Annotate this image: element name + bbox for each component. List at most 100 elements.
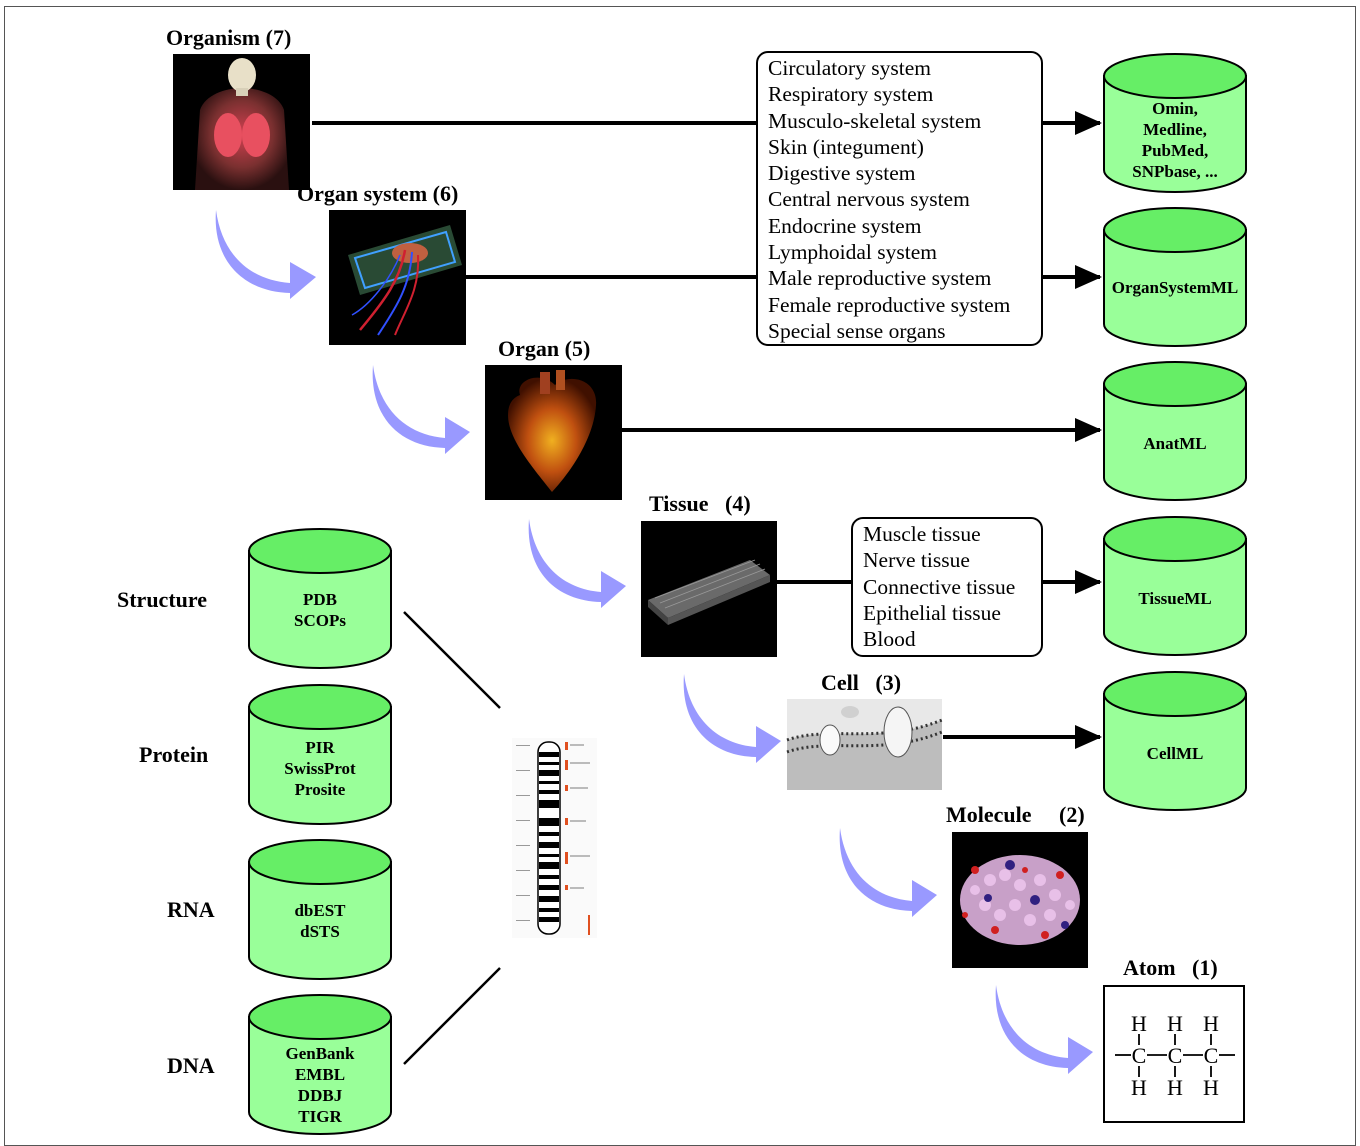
list-item: Special sense organs bbox=[768, 318, 946, 343]
tissue-arrowhead bbox=[1075, 570, 1102, 594]
list-item: Digestive system bbox=[768, 161, 916, 186]
database-cylinder-rna bbox=[248, 839, 392, 980]
database-name: AnatML bbox=[1143, 434, 1207, 453]
hydrogen-atom: H bbox=[1203, 1075, 1219, 1100]
bio-level-label-dna: DNA bbox=[167, 1053, 215, 1078]
bonds bbox=[1115, 1034, 1235, 1077]
propane-formula: H H H C C C H H H bbox=[1115, 1011, 1235, 1100]
database-name: CellML bbox=[1146, 744, 1204, 763]
database-name: GenBank bbox=[285, 1044, 355, 1063]
database-cylinder-structure bbox=[248, 528, 392, 669]
database-cylinder-cell bbox=[1103, 671, 1247, 811]
list-item: Musculo-skeletal system bbox=[768, 108, 982, 133]
tissues-list: Muscle tissue Nerve tissue Connective ti… bbox=[851, 517, 1043, 657]
database-label-structure: PDB SCOPs bbox=[249, 589, 391, 631]
curved-arrow-icon bbox=[839, 828, 937, 917]
organ-systems-list: Circulatory system Respiratory system Mu… bbox=[756, 51, 1043, 346]
database-name: DDBJ bbox=[297, 1086, 343, 1105]
chromosome-ideogram-image bbox=[512, 738, 597, 938]
database-name: dbEST bbox=[294, 901, 346, 920]
organ-image bbox=[485, 365, 622, 500]
list-item: Epithelial tissue bbox=[863, 600, 1001, 625]
list-item: Circulatory system bbox=[768, 56, 932, 80]
organ-system-arrowhead bbox=[1075, 265, 1102, 289]
database-label-tissue: TissueML bbox=[1104, 588, 1246, 609]
tissue-image bbox=[641, 521, 777, 657]
organism-arrowhead bbox=[1075, 111, 1102, 135]
list-item: Male reproductive system bbox=[768, 266, 992, 291]
database-label-rna: dbEST dSTS bbox=[249, 900, 391, 942]
database-name: SNPbase, ... bbox=[1132, 162, 1218, 181]
connector-lines bbox=[312, 111, 1102, 1065]
database-cylinder-tissue bbox=[1103, 516, 1247, 656]
database-cylinder-organism bbox=[1103, 53, 1247, 193]
database-name: EMBL bbox=[294, 1065, 346, 1084]
right-databases bbox=[1103, 53, 1247, 811]
database-name: Prosite bbox=[294, 780, 346, 799]
level-label-atom: Atom (1) bbox=[1123, 955, 1218, 980]
cell-arrowhead bbox=[1075, 725, 1102, 749]
organ-arrowhead bbox=[1075, 418, 1102, 442]
level-label-organ-system: Organ system (6) bbox=[297, 181, 459, 206]
database-label-organism: Omin, Medline, PubMed, SNPbase, ... bbox=[1104, 98, 1246, 182]
hydrogen-atom: H bbox=[1167, 1075, 1183, 1100]
database-name: PubMed, bbox=[1141, 141, 1209, 160]
database-name: Omin, bbox=[1152, 99, 1198, 118]
left-databases bbox=[248, 528, 392, 1135]
database-cylinder-protein bbox=[248, 684, 392, 825]
list-item: Nerve tissue bbox=[863, 548, 970, 573]
curved-arrow-icon bbox=[683, 674, 781, 763]
level-label-organism: Organism (7) bbox=[166, 25, 292, 50]
database-name: SwissProt bbox=[284, 759, 356, 778]
hydrogen-atom: H bbox=[1131, 1011, 1147, 1036]
database-name: SCOPs bbox=[294, 611, 346, 630]
curved-arrow-icon bbox=[995, 985, 1093, 1074]
carbon-atom: C bbox=[1168, 1043, 1183, 1068]
bio-level-label-protein: Protein bbox=[139, 742, 209, 767]
level-label-molecule: Molecule (2) bbox=[946, 802, 1085, 827]
database-name: PDB bbox=[303, 590, 337, 609]
database-name: OrganSystemML bbox=[1111, 278, 1239, 297]
list-item: Female reproductive system bbox=[768, 292, 1011, 317]
curved-arrow-icon bbox=[528, 519, 626, 608]
database-label-cell: CellML bbox=[1104, 743, 1246, 764]
database-label-protein: PIR SwissProt Prosite bbox=[249, 737, 391, 800]
hydrogen-atom: H bbox=[1203, 1011, 1219, 1036]
database-name: dSTS bbox=[300, 922, 340, 941]
level-label-tissue: Tissue (4) bbox=[649, 491, 751, 516]
bio-level-label-rna: RNA bbox=[167, 897, 215, 922]
carbon-atom: C bbox=[1204, 1043, 1219, 1068]
database-cylinder-organ bbox=[1103, 361, 1247, 501]
list-item: Lymphoidal system bbox=[768, 240, 938, 265]
database-name: Medline, bbox=[1143, 120, 1207, 139]
database-label-dna: GenBank EMBL DDBJ TIGR bbox=[249, 1043, 391, 1127]
dna-to-chromosome-line bbox=[403, 967, 501, 1065]
database-name: PIR bbox=[305, 738, 335, 757]
database-label-organ-system: OrganSystemML bbox=[1100, 277, 1250, 298]
curved-arrow-icon bbox=[372, 365, 470, 454]
cell-image bbox=[786, 699, 943, 790]
organ-system-image bbox=[329, 210, 466, 345]
organism-image bbox=[173, 54, 310, 190]
database-name: TissueML bbox=[1138, 589, 1212, 608]
structure-to-chromosome-line bbox=[403, 611, 501, 709]
list-item: Respiratory system bbox=[768, 82, 934, 107]
database-name: TIGR bbox=[298, 1107, 342, 1126]
database-cylinder-dna bbox=[248, 994, 392, 1135]
atom-structure-box: H H H C C C H H H bbox=[1103, 985, 1245, 1123]
molecule-image bbox=[952, 832, 1088, 968]
hydrogen-atom: H bbox=[1167, 1011, 1183, 1036]
bio-level-label-structure: Structure bbox=[117, 587, 208, 612]
list-item: Connective tissue bbox=[863, 574, 1016, 599]
list-item: Skin (integument) bbox=[768, 134, 924, 159]
database-label-organ: AnatML bbox=[1104, 433, 1246, 454]
database-cylinder-organ-system bbox=[1103, 207, 1247, 347]
carbon-atom: C bbox=[1132, 1043, 1147, 1068]
list-item: Blood bbox=[863, 627, 916, 652]
list-item: Endocrine system bbox=[768, 213, 922, 238]
hydrogen-atom: H bbox=[1131, 1075, 1147, 1100]
list-item: Central nervous system bbox=[768, 187, 970, 212]
level-label-organ: Organ (5) bbox=[498, 336, 591, 361]
list-item: Muscle tissue bbox=[863, 522, 981, 546]
